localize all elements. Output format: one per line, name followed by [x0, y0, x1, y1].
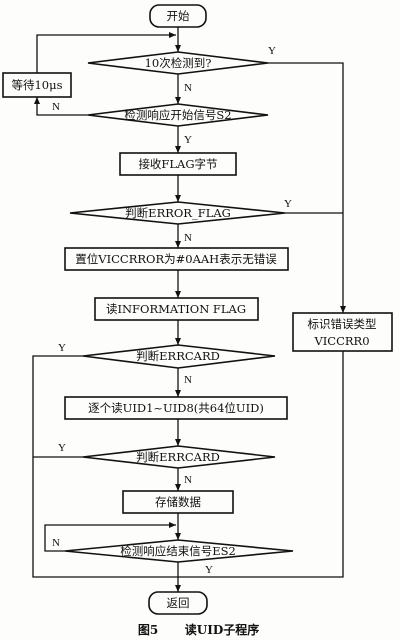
judge-errcard-1-label: 判断ERRCARD — [136, 349, 220, 363]
wait-label: 等待10μs — [11, 78, 62, 92]
figure-number: 图5 — [138, 623, 158, 637]
branch-label-judge2-yes: Y — [58, 442, 66, 454]
connector-wait-loopback — [36, 32, 176, 73]
read-uid-label: 逐个读UID1~UID8(共64位UID) — [88, 401, 264, 415]
branch-label-judge-error-yes: Y — [284, 198, 292, 210]
set-viccrror-box — [64, 247, 289, 271]
recv-flag-box — [119, 152, 237, 176]
store-box — [122, 490, 234, 514]
connector-detect-end-loop — [44, 522, 176, 552]
read-info-flag-label: 读INFORMATION FLAG — [106, 302, 246, 316]
recv-flag-label: 接收FLAG字节 — [138, 157, 217, 171]
detect-end-decision — [64, 539, 294, 563]
detect-end-label: 检测响应结束信号ES2 — [120, 544, 236, 558]
check10-label: 10次检测到? — [145, 56, 212, 70]
judge-error-flag-decision — [69, 201, 286, 225]
judge-error-flag-label: 判断ERROR_FLAG — [125, 206, 231, 220]
branch-label-check10-yes: Y — [268, 45, 276, 57]
return-terminal — [148, 591, 208, 615]
check10-decision — [87, 51, 269, 75]
start-label: 开始 — [167, 9, 190, 23]
read-uid-box — [64, 396, 288, 420]
figure-title: 读UID子程序 — [185, 622, 260, 637]
mark-error-label-line2: VICCRR0 — [313, 334, 369, 348]
branch-label-judge-error-no: N — [184, 232, 192, 244]
branch-label-check10-no: N — [184, 82, 192, 94]
read-info-flag-box — [94, 297, 259, 321]
branch-label-detect-start-no: N — [52, 101, 60, 113]
connector-judge1-return — [32, 355, 178, 578]
set-viccrror-label: 置位VICCRROR为#0AAH表示无错误 — [75, 252, 277, 266]
judge-errcard-1-decision — [82, 344, 276, 369]
return-label: 返回 — [167, 596, 190, 610]
detect-start-decision — [87, 103, 269, 127]
branch-label-detect-end-no: N — [52, 537, 60, 549]
detect-start-label: 检测响应开始信号S2 — [124, 108, 231, 122]
branch-label-detect-end-yes: Y — [205, 564, 213, 576]
judge-errcard-2-label: 判断ERRCARD — [136, 450, 220, 464]
branch-label-judge1-no: N — [184, 374, 192, 386]
branch-label-detect-start-yes: Y — [184, 134, 192, 146]
branch-label-judge2-no: N — [184, 474, 192, 486]
judge-errcard-2-decision — [82, 445, 276, 469]
connector-detect-start-wait — [34, 97, 88, 116]
start-terminal — [149, 4, 207, 28]
branch-label-judge1-yes: Y — [58, 342, 66, 354]
store-label: 存储数据 — [155, 495, 201, 509]
connector-check10-mark-error — [268, 62, 346, 313]
connector-mark-error-return — [178, 351, 344, 578]
mark-error-box — [292, 312, 393, 352]
wait-box — [2, 72, 72, 98]
mark-error-label-line1: 标识错误类型 — [308, 317, 377, 331]
